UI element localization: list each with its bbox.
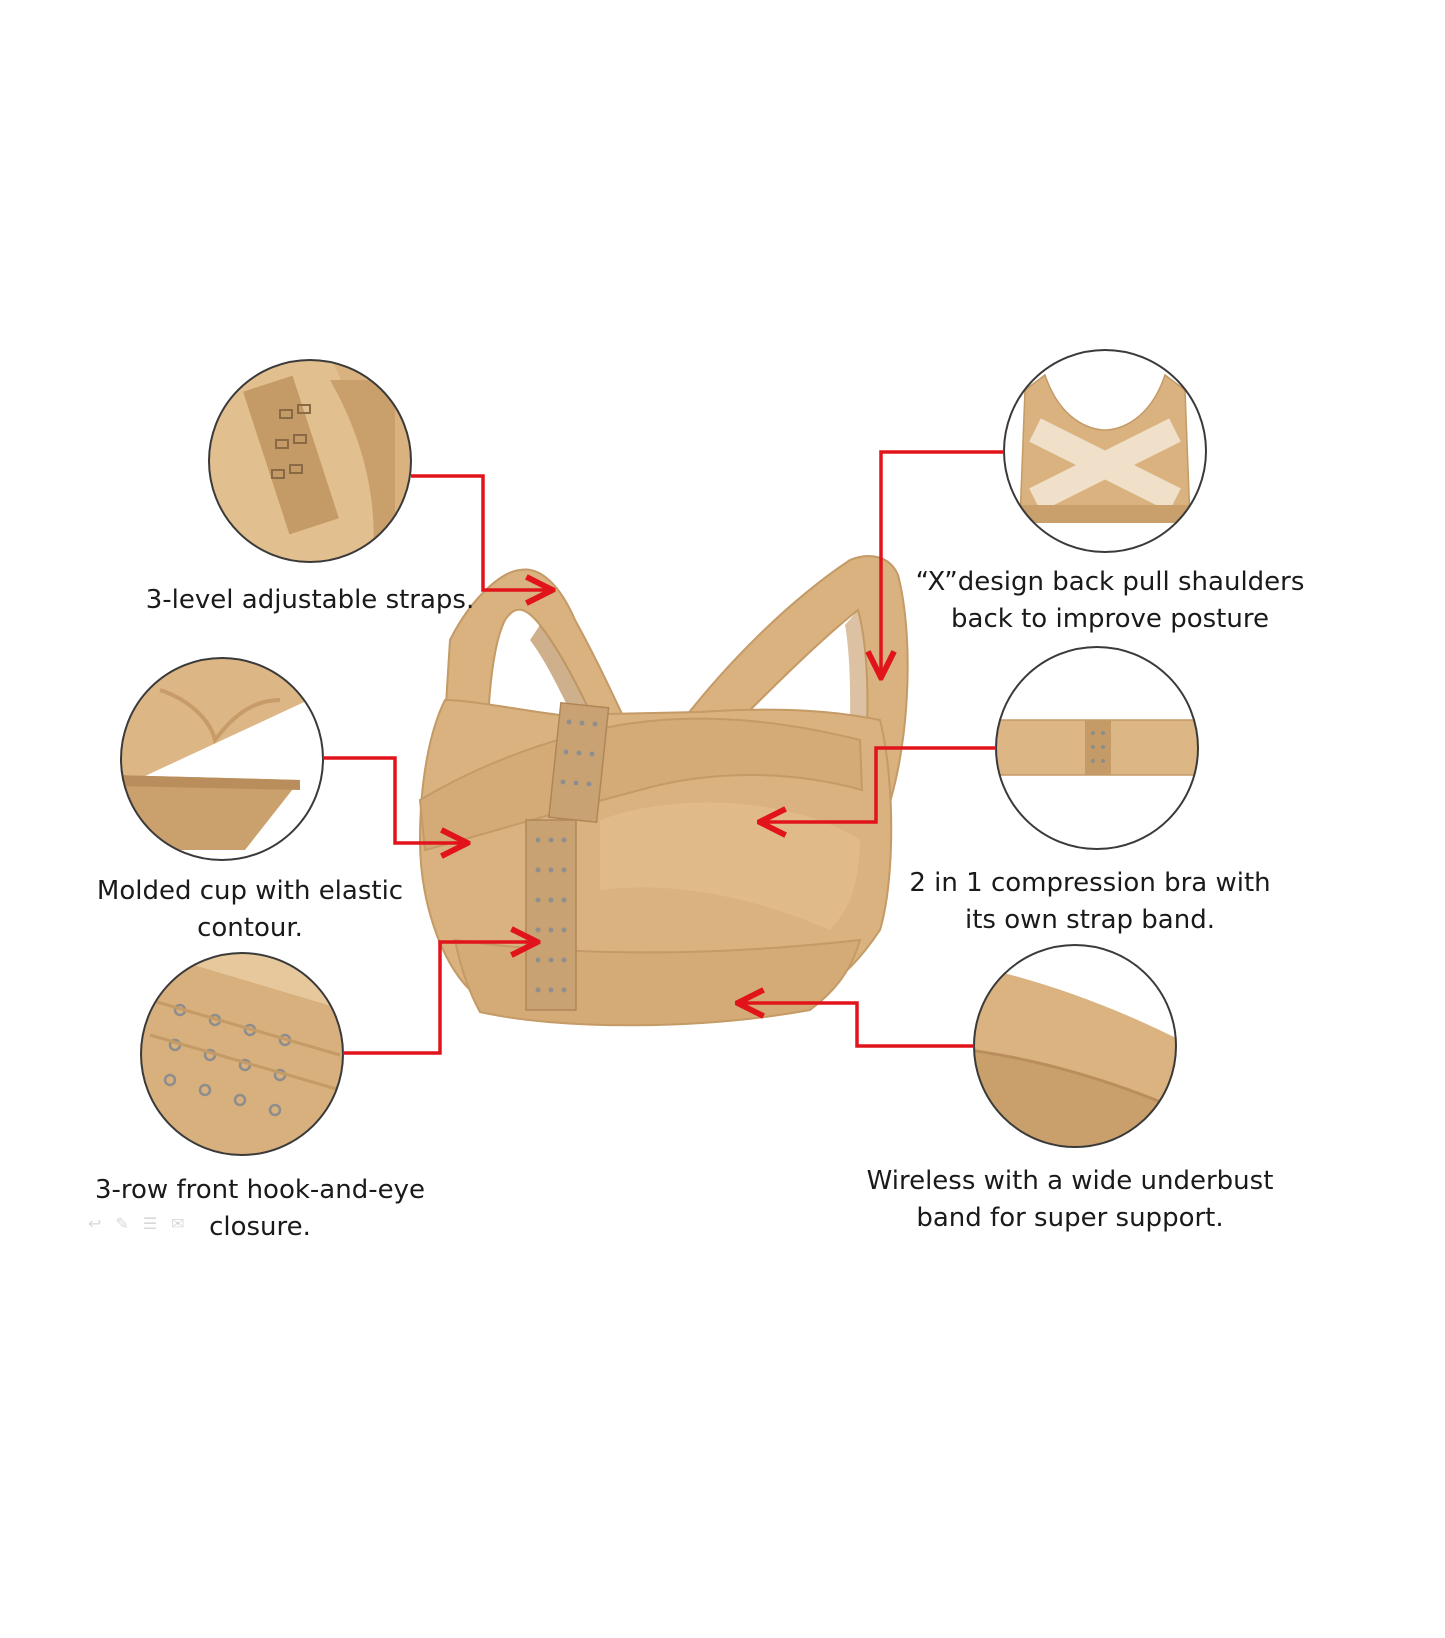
pencil-icon[interactable]: ✎ <box>115 1214 129 1233</box>
arrow-closure <box>343 942 535 1055</box>
caption-line: 2 in 1 compression bra with <box>909 868 1271 898</box>
arrow-back <box>881 450 1004 675</box>
reply-icon[interactable]: ↩ <box>88 1214 102 1233</box>
caption-wide-underbust-band: Wireless with a wide underbust band for … <box>860 1163 1280 1237</box>
caption-compression-strap-band: 2 in 1 compression bra with its own stra… <box>900 865 1280 939</box>
menu-icon[interactable]: ☰ <box>142 1214 158 1233</box>
underbust-detail-circle <box>973 944 1177 1148</box>
front-closure-strip <box>525 819 577 1011</box>
caption-line: Wireless with a wide underbust <box>866 1166 1274 1196</box>
arrow-straps <box>411 474 550 590</box>
underbust-band <box>453 938 862 1027</box>
faint-overlay-toolbar: ↩ ✎ ☰ ✉ <box>88 1214 185 1233</box>
caption-line: band for super support. <box>916 1203 1224 1233</box>
caption-line: 3-row front hook-and-eye <box>94 1175 425 1205</box>
arrow-band <box>762 746 996 822</box>
arrow-cup <box>323 756 465 843</box>
caption-x-design-back: “X”design back pull shaulders back to im… <box>900 564 1320 638</box>
arrow-underbust <box>740 1003 974 1048</box>
caption-line: its own strap band. <box>965 905 1215 935</box>
caption-line: closure. <box>209 1212 311 1242</box>
caption-line: contour. <box>197 913 303 943</box>
strap-band-detail-circle <box>995 646 1199 850</box>
caption-line: back to improve posture <box>951 604 1269 634</box>
caption-line: 3-level adjustable straps. <box>145 585 475 615</box>
comment-icon[interactable]: ✉ <box>171 1214 185 1233</box>
straps-detail-circle <box>208 359 412 563</box>
caption-line: “X”design back pull shaulders <box>915 567 1305 597</box>
x-back-detail-circle <box>1003 349 1207 553</box>
cup-detail-circle <box>120 657 324 861</box>
caption-molded-cup: Molded cup with elastic contour. <box>90 873 410 947</box>
caption-line: Molded cup with elastic <box>96 876 404 906</box>
closure-detail-circle <box>140 952 344 1156</box>
caption-adjustable-straps: 3-level adjustable straps. <box>140 582 480 619</box>
bra-product-image <box>418 555 909 1027</box>
caption-front-closure: 3-row front hook-and-eye closure. <box>80 1172 440 1246</box>
